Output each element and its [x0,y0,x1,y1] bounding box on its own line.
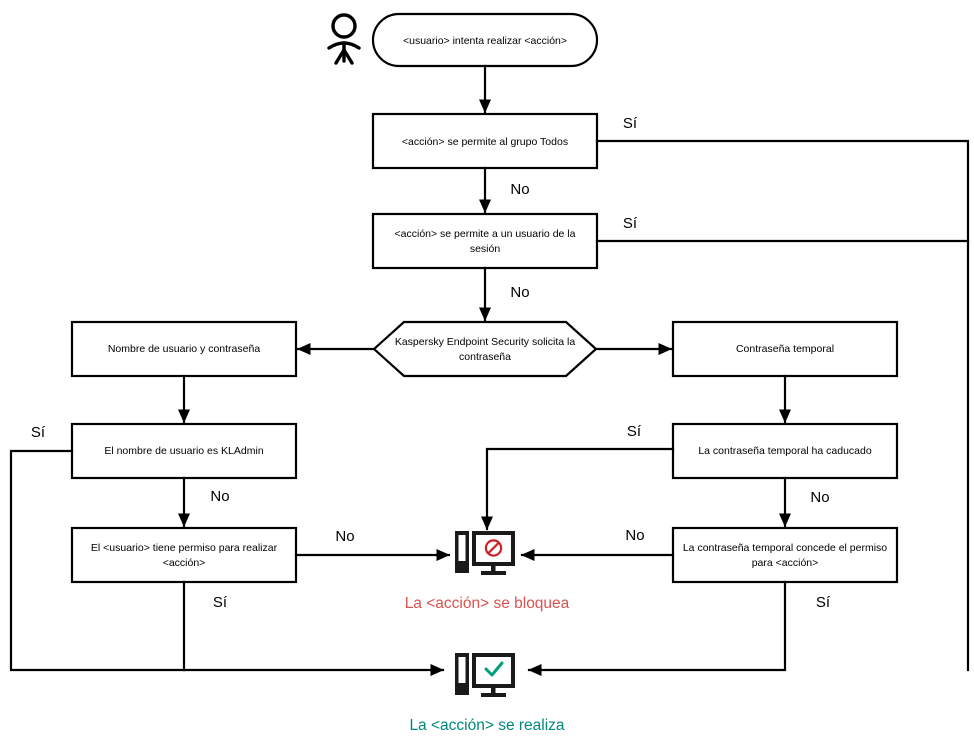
node-user-has-permission-label: El <usuario> tiene permiso para realizar [91,542,278,554]
node-user-has-permission: El <usuario> tiene permiso para realizar… [70,526,298,584]
edge-label-expired-yes: Sí [627,423,642,440]
edge-label-kladmin-yes: Sí [31,424,46,441]
edge-label-kladmin-no: No [210,488,229,505]
edge-label-session-no: No [510,284,529,301]
node-everyone-allows: <acción> se permite al grupo Todos [371,112,599,170]
node-start: <usuario> intenta realizar <acción> [371,12,599,68]
node-temp-password-grants-label: La contraseña temporal concede el permis… [683,542,887,554]
edge-label-grants-no: No [625,527,644,544]
node-temp-password-grants-label-2: para <acción> [752,557,819,569]
node-kes-prompt-label-2: contraseña [459,351,511,363]
computer-allowed-icon [455,653,515,697]
node-everyone-allows-label: <acción> se permite al grupo Todos [402,136,568,148]
edge-label-expired-no: No [810,489,829,506]
node-temp-password-label: Contraseña temporal [736,343,834,355]
node-session-user-allows-label: <acción> se permite a un usuario de la [395,228,576,240]
computer-blocked-icon [455,531,515,575]
node-is-kladmin: El nombre de usuario es KLAdmin [70,422,298,480]
actor-person-icon [327,13,361,65]
edge-label-everyone-yes: Sí [623,115,638,132]
node-temp-password-expired: La contraseña temporal ha caducado [671,422,899,480]
node-is-kladmin-label: El nombre de usuario es KLAdmin [104,445,263,457]
edge-label-everyone-no: No [510,181,529,198]
edge-label-session-yes: Sí [623,215,638,232]
node-user-has-permission-label-2: <acción> [163,557,206,569]
edge-expired-yes-to-blocked [480,447,675,531]
edge-label-grants-yes: Sí [816,594,831,611]
node-temp-password-expired-label: La contraseña temporal ha caducado [698,445,872,457]
edge-kladmin-yes-to-allowed [9,449,445,677]
node-session-user-allows: <acción> se permite a un usuario de la s… [371,212,599,270]
allowed-outcome-label: La <acción> se realiza [409,717,564,734]
edge-everyone-yes-to-allowed [595,139,970,672]
node-kes-prompt-label: Kaspersky Endpoint Security solicita la [395,336,575,348]
node-temp-password-grants: La contraseña temporal concede el permis… [671,526,899,584]
node-session-user-allows-label-2: sesión [470,243,501,255]
node-kes-prompt: Kaspersky Endpoint Security solicita la … [372,320,598,378]
edge-grants-yes-to-allowed [527,580,787,677]
blocked-outcome-label: La <acción> se bloquea [405,595,570,612]
edge-label-permission-yes: Sí [213,594,228,611]
node-start-label: <usuario> intenta realizar <acción> [403,35,567,47]
node-username-password-label: Nombre de usuario y contraseña [108,343,260,355]
node-username-password: Nombre de usuario y contraseña [70,320,298,378]
edge-label-permission-no: No [335,528,354,545]
node-temp-password: Contraseña temporal [671,320,899,378]
